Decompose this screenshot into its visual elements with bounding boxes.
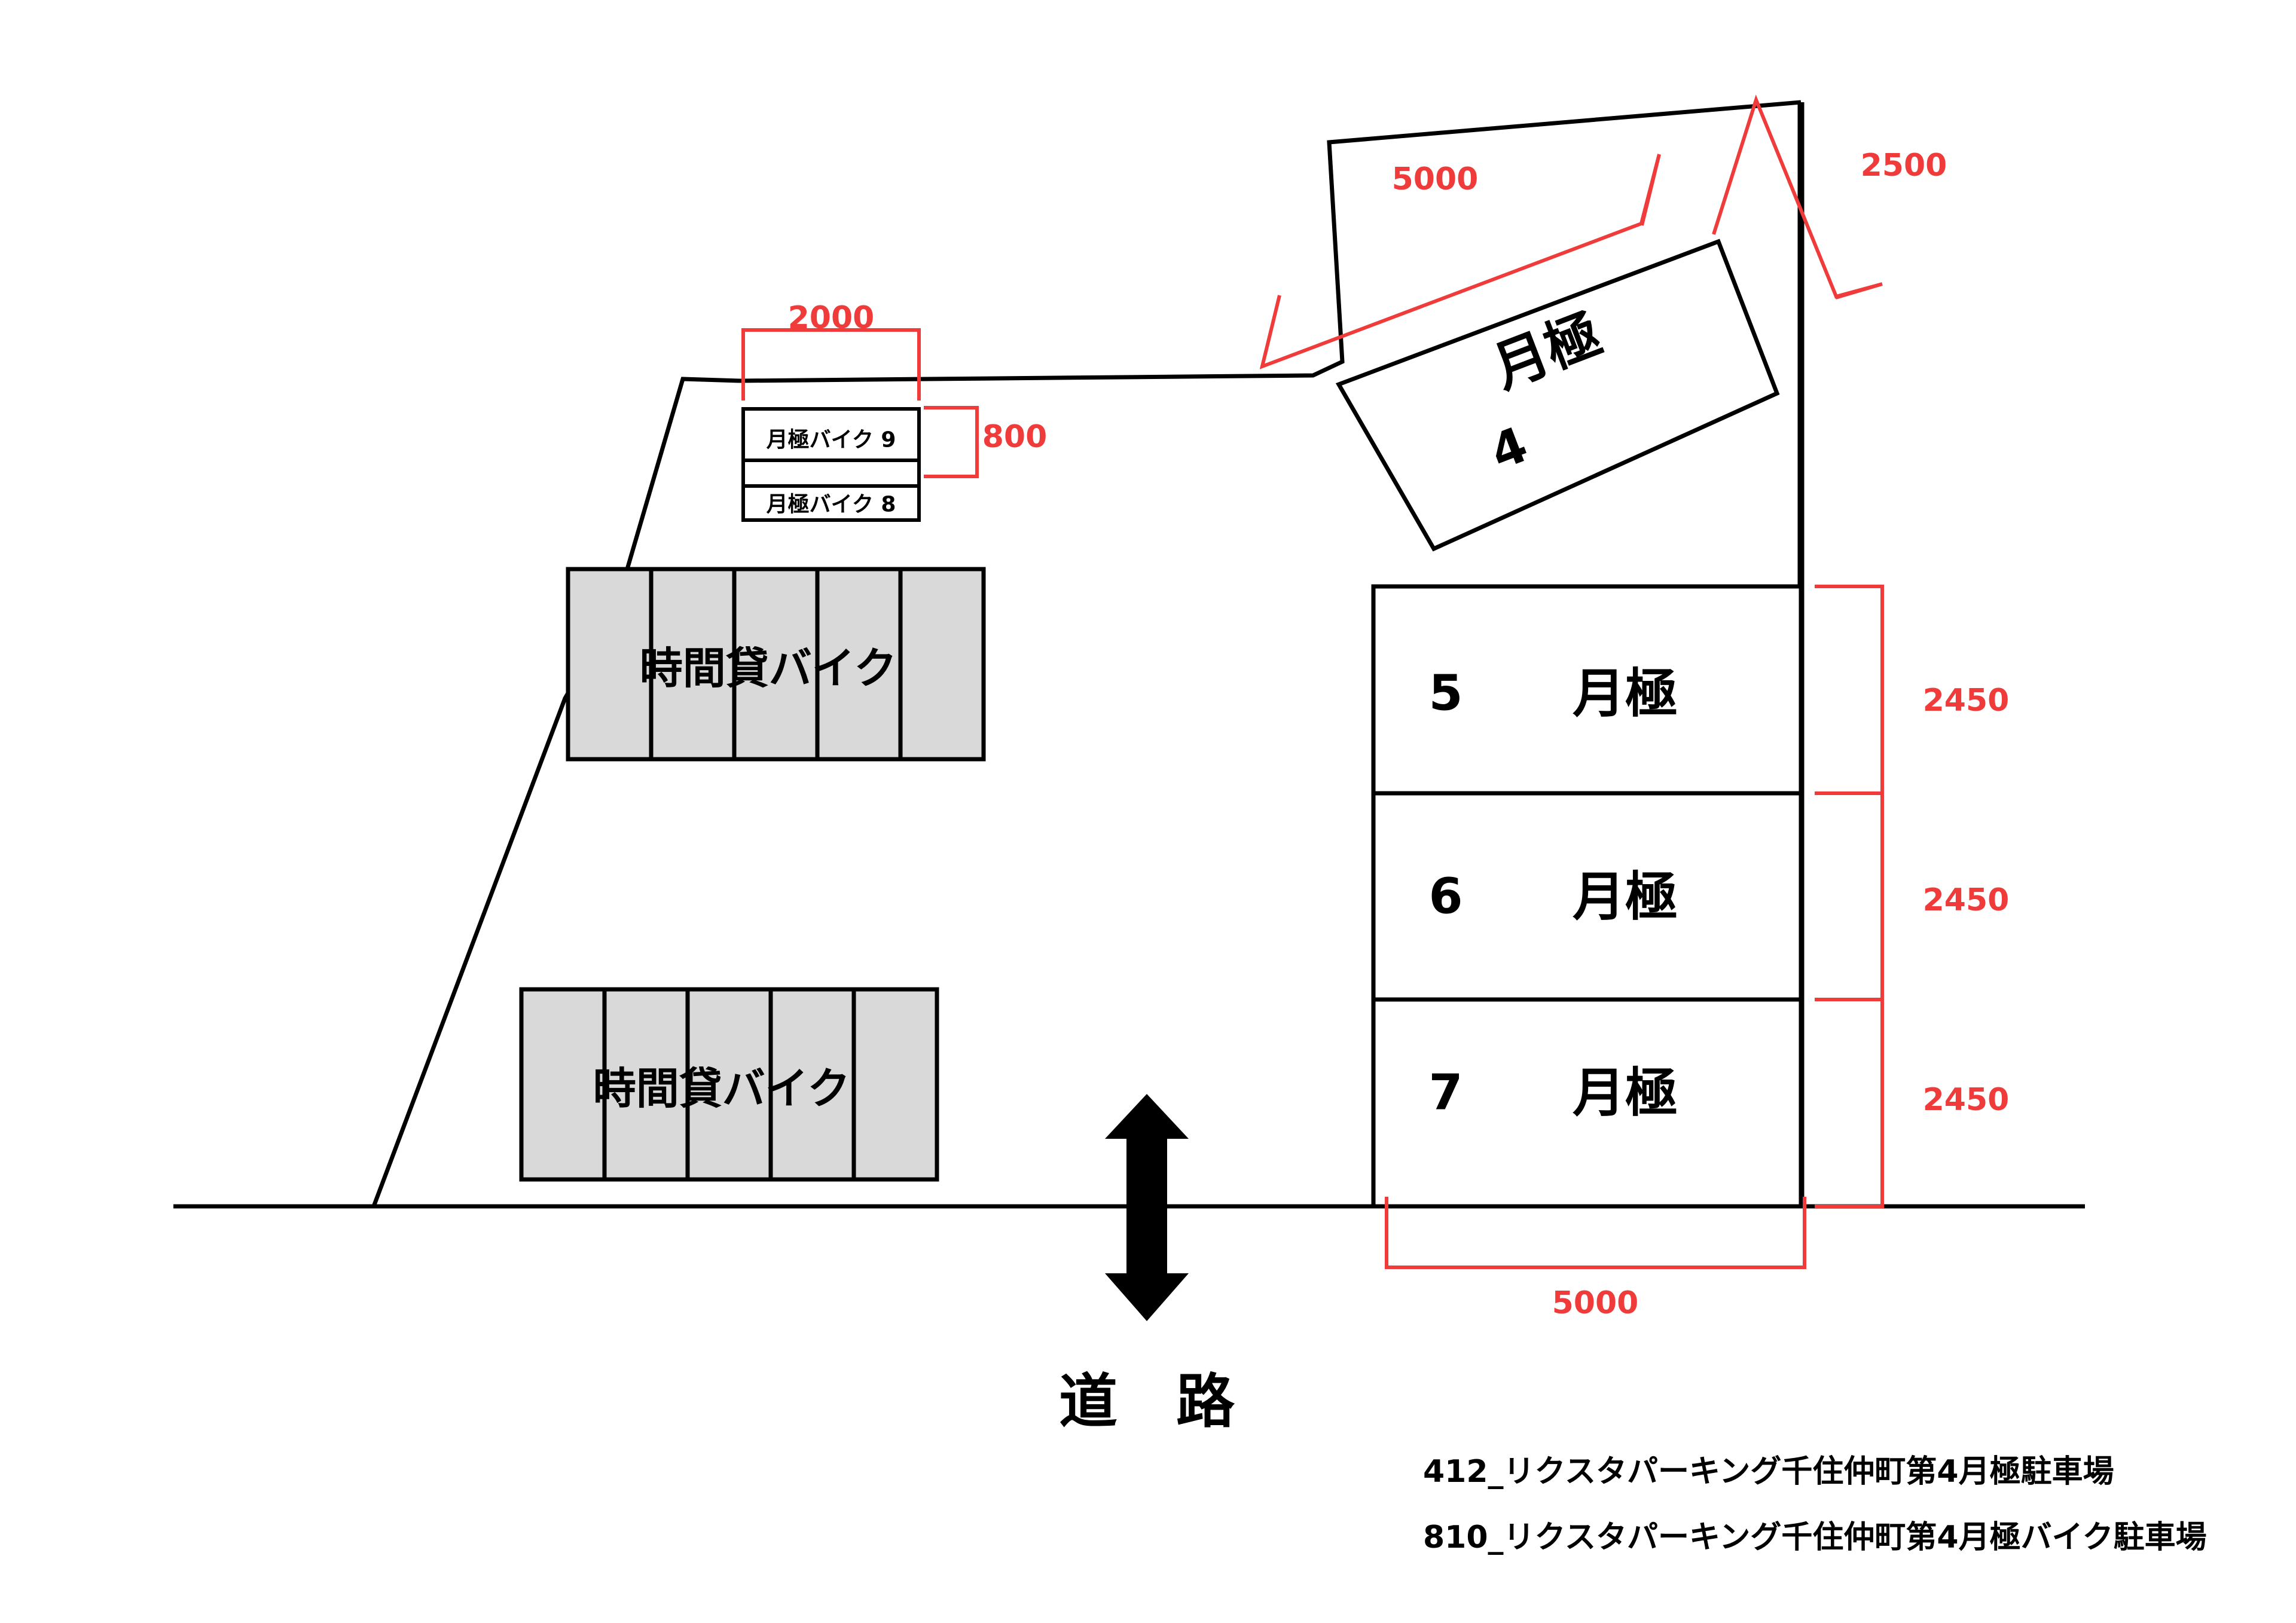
dimension-800-line	[924, 406, 979, 478]
caption-monthly-bike-lot: 810_リクスタパーキング千住仲町第4月極バイク駐車場	[1423, 1520, 2207, 1555]
car-stall-5-number: 5	[1428, 665, 1463, 722]
car-stalls-567-group[interactable]	[1371, 584, 1803, 1209]
dimension-2450-stall5-label: 2450	[1923, 683, 2010, 719]
bike-monthly-stall-8[interactable]	[741, 459, 921, 522]
dimension-5000-depth-line	[1385, 1197, 1806, 1269]
dimension-2450-stall6-bracket	[1815, 791, 1884, 1001]
road-label: 道 路	[1059, 1368, 1235, 1436]
bike-monthly-stall-8-label: 月極バイク 8	[767, 493, 896, 517]
caption-monthly-car-lot: 412_リクスタパーキング千住仲町第4月極駐車場	[1423, 1454, 2114, 1490]
dimension-5000-depth-bracket	[1385, 1197, 1806, 1269]
dimension-2450-stall7-bracket	[1815, 998, 1884, 1208]
bike-hourly-lower-label: 時間貸バイク	[593, 1063, 851, 1114]
car-stall-6-number: 6	[1428, 869, 1463, 925]
dimension-2450-stall6-line	[1815, 791, 1884, 1001]
dimension-2000-label: 2000	[788, 300, 875, 336]
bike-hourly-lower-area[interactable]	[519, 987, 939, 1182]
dimension-800-label: 800	[982, 419, 1048, 455]
dimension-5000-stall4-label: 5000	[1392, 161, 1479, 197]
dimension-2500-bracket	[1712, 94, 1883, 299]
dimension-2500-line	[1712, 94, 1883, 299]
car-stall-4[interactable]: 月極 4	[1335, 239, 1780, 552]
bike-hourly-block-lower[interactable]	[519, 987, 939, 1182]
dimension-2450-stall7-line	[1815, 998, 1884, 1208]
dimension-5000-depth-label: 5000	[1552, 1285, 1639, 1321]
car-stall-7-number: 7	[1428, 1065, 1463, 1121]
dimension-2000-bracket	[741, 328, 921, 401]
bike-hourly-upper-label: 時間貸バイク	[640, 643, 897, 693]
car-stalls-567-outline	[1371, 584, 1803, 1209]
bike-hourly-upper-area[interactable]	[566, 567, 986, 762]
dimension-2000-line	[741, 328, 921, 401]
dimension-2450-stall7-label: 2450	[1923, 1082, 2010, 1118]
bike-monthly-stall-9-label: 月極バイク 9	[767, 428, 896, 453]
dimension-2450-stall5-line	[1815, 585, 1884, 795]
dimension-2450-stall5-bracket	[1815, 585, 1884, 795]
dimension-2450-stall6-label: 2450	[1923, 882, 2010, 918]
bike-hourly-block-upper[interactable]	[566, 567, 986, 762]
dimension-800-bracket	[924, 406, 979, 478]
car-stall-7-type: 月極	[1573, 1062, 1678, 1124]
car-stall-5-type: 月極	[1573, 663, 1678, 725]
bike-monthly-box[interactable]	[741, 407, 921, 522]
dimension-5000-stall4-bracket	[1259, 154, 1661, 369]
car-stall-4-outline[interactable]	[1335, 239, 1780, 552]
access-arrow-icon	[1105, 1094, 1189, 1321]
north-boundary-line	[739, 100, 1802, 383]
dimension-2500-label: 2500	[1861, 148, 1947, 184]
access-arrow	[1105, 1094, 1189, 1321]
car-stall-6-type: 月極	[1573, 866, 1678, 928]
dimension-5000-stall4-line	[1259, 154, 1661, 369]
